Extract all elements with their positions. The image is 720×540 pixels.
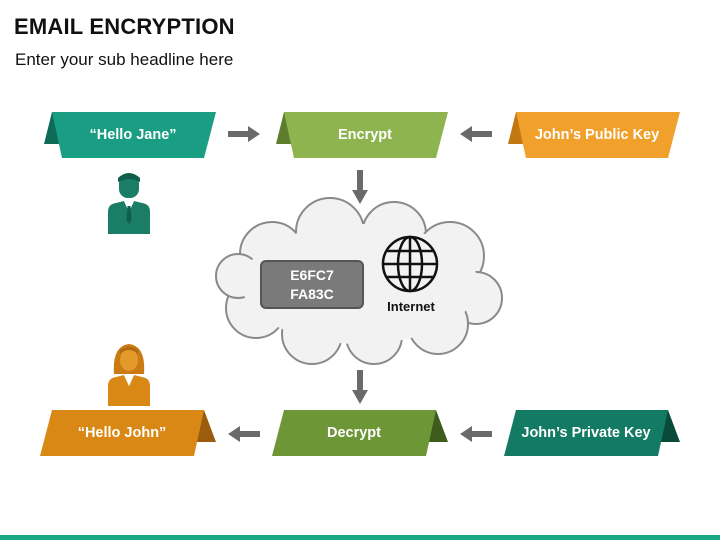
- public-key-label: John’s Public Key: [534, 127, 660, 143]
- banner-shape: [272, 410, 448, 456]
- arrow-down-icon: [352, 170, 368, 204]
- female-user-icon: [108, 344, 150, 406]
- cipher-line-1: E6FC7: [290, 266, 334, 283]
- hello-john-banner: “Hello John”: [40, 410, 216, 456]
- hello-jane-label: “Hello Jane”: [89, 127, 177, 143]
- internet-label: Internet: [387, 299, 435, 314]
- banner-shape: [508, 112, 680, 158]
- hello-jane-banner: “Hello Jane”: [40, 112, 216, 158]
- banner-shape: [504, 410, 680, 456]
- page-title: EMAIL ENCRYPTION: [14, 14, 235, 39]
- banner-shape: [44, 112, 216, 158]
- encrypt-banner: Encrypt: [272, 112, 448, 158]
- banner-shape: [276, 112, 448, 158]
- arrow-down-icon: [352, 370, 368, 404]
- male-user-icon: [108, 173, 150, 234]
- cipher-line-2: FA83C: [290, 285, 334, 302]
- cipher-text-box: E6FC7 FA83C: [260, 260, 364, 309]
- arrow-right-icon: [228, 126, 260, 142]
- footer-bar: [0, 535, 720, 540]
- arrow-left-icon: [228, 426, 260, 442]
- banner-shape: [40, 410, 216, 456]
- hello-john-label: “Hello John”: [77, 425, 167, 441]
- arrow-left-icon: [460, 426, 492, 442]
- private-key-label: John’s Private Key: [521, 425, 651, 441]
- decrypt-banner: Decrypt: [272, 410, 448, 456]
- arrow-left-icon: [460, 126, 492, 142]
- public-key-banner: John’s Public Key: [504, 112, 680, 158]
- globe-icon: [381, 235, 439, 293]
- encrypt-label: Encrypt: [338, 127, 392, 143]
- page-subtitle: Enter your sub headline here: [15, 50, 234, 69]
- decrypt-label: Decrypt: [327, 425, 381, 441]
- private-key-banner: John’s Private Key: [504, 410, 680, 456]
